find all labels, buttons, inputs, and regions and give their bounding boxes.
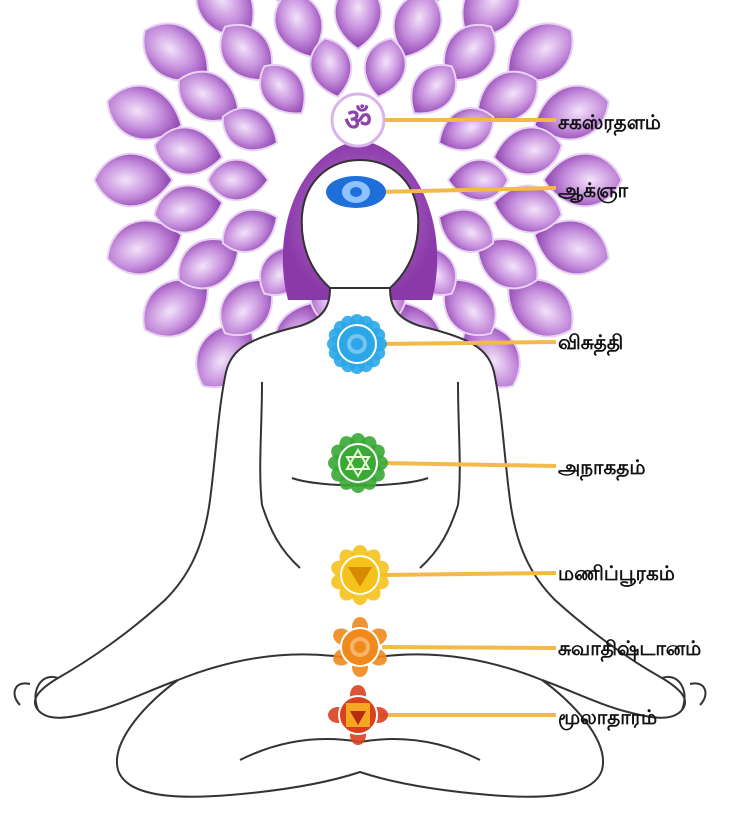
leader-line-vishuddha	[379, 342, 556, 344]
label-sahasrara: சகஸ்ரதளம்	[558, 112, 661, 132]
label-anahata: அநாகதம்	[558, 457, 645, 477]
label-ajna: ஆக்ஞா	[558, 180, 628, 200]
leader-line-manipura	[382, 573, 556, 575]
chakra-ajna-symbol	[326, 176, 386, 208]
label-vishuddha: விசுத்தி	[558, 332, 623, 352]
chakra-sahasrara-symbol: ॐ	[332, 94, 384, 146]
leader-line-svadhisthana	[382, 647, 556, 648]
label-manipura: மணிப்பூரகம்	[558, 563, 675, 583]
label-muladhara: மூலாதாரம்	[558, 707, 657, 727]
lotus-petal	[448, 160, 508, 201]
lotus-petal	[335, 0, 382, 49]
lotus-petal	[208, 160, 268, 201]
om-symbol: ॐ	[344, 103, 371, 138]
label-svadhisthana: சுவாதிஷ்டானம்	[558, 638, 701, 658]
